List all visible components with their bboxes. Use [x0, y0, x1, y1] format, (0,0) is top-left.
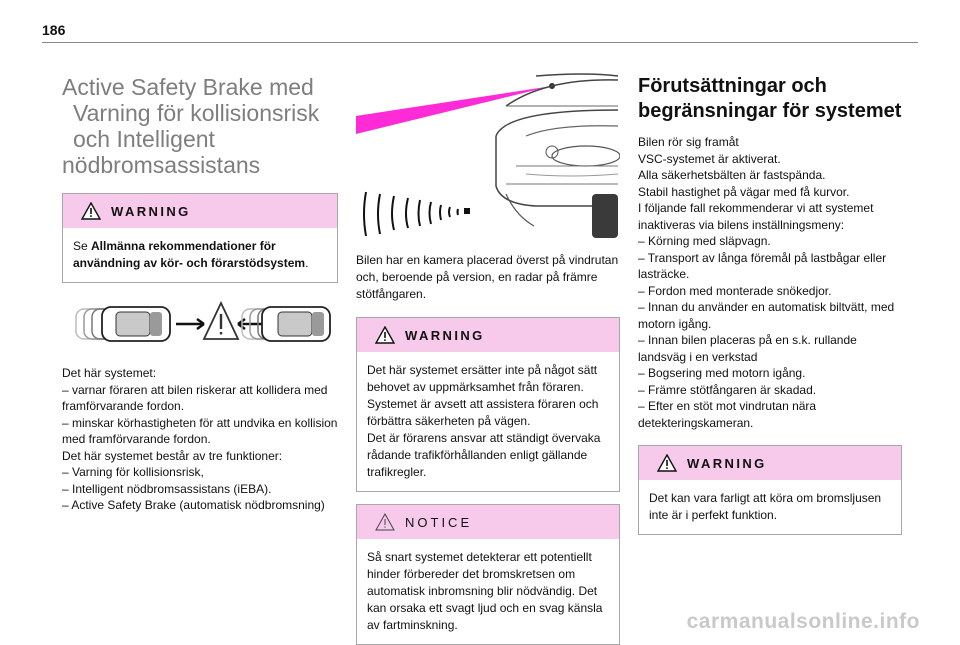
- body-line: – minskar körhastigheten för att undvika…: [62, 415, 338, 447]
- body-line: – Fordon med monterade snökedjor.: [638, 283, 832, 298]
- section-title: Förutsättningar och begränsningar för sy…: [638, 74, 902, 124]
- warning-label: WARNING: [687, 455, 767, 471]
- warning-label: WARNING: [405, 327, 485, 343]
- right-column: Förutsättningar och begränsningar för sy…: [638, 74, 902, 535]
- title-line: Varning för kollisionsrisk: [73, 100, 320, 126]
- system-description: Det här systemet: – varnar föraren att b…: [62, 365, 338, 514]
- body-line: – Active Safety Brake (automatisk nödbro…: [62, 498, 325, 512]
- body-line: – Körning med släpvagn.: [638, 234, 771, 248]
- title-line: Active Safety Brake med: [62, 74, 314, 100]
- warning-text: Se Allmänna rekommendationer för användn…: [63, 228, 337, 282]
- warning-text-pre: Se: [73, 239, 92, 253]
- warning-text: Det kan vara farligt att köra om bromslj…: [649, 491, 882, 522]
- body-line: – Innan du använder en automatisk biltvä…: [638, 300, 895, 331]
- body-line: – Främre stötfångaren är skadad.: [638, 382, 817, 397]
- notice-label: NOTICE: [405, 514, 473, 530]
- body-line: Det här systemet:: [62, 366, 157, 380]
- body-line: Bilen rör sig framåt: [638, 135, 739, 149]
- warning-header: WARNING: [357, 318, 619, 352]
- warning-box: WARNING Se Allmänna rekommendationer för…: [62, 193, 338, 283]
- warning-header: WARNING: [639, 446, 901, 480]
- warning-line: Systemet är avsett att assistera föraren…: [367, 397, 599, 428]
- section-title-line: begränsningar för systemet: [638, 100, 902, 122]
- body-line: Alla säkerhetsbälten är fastspända.: [638, 168, 826, 182]
- body-line: – Transport av långa föremål på lastbåga…: [638, 250, 887, 282]
- body-line: Stabil hastighet på vägar med få kurvor.: [638, 184, 850, 199]
- body-line: VSC-systemet är aktiverat.: [638, 151, 781, 166]
- camera-caption: Bilen har en kamera placerad överst på v…: [356, 253, 619, 301]
- title-line: nödbromsassistans: [62, 152, 261, 178]
- notice-box: NOTICE Så snart systemet detekterar ett …: [356, 504, 620, 645]
- warning-text: Det här systemet ersätter inte på något …: [357, 352, 619, 491]
- warning-triangle-icon: [81, 202, 101, 220]
- warning-line: Det här systemet ersätter inte på något …: [367, 363, 598, 394]
- notice-triangle-icon: [375, 513, 395, 531]
- warning-label: WARNING: [111, 203, 191, 219]
- warning-line: Det är förarens ansvar att ständigt över…: [367, 431, 601, 479]
- body-line: – varnar föraren att bilen riskerar att …: [62, 382, 328, 414]
- warning-text-bold: Allmänna rekommendationer för användning…: [73, 239, 306, 270]
- warning-header: WARNING: [63, 194, 337, 228]
- header-divider: [42, 42, 918, 43]
- middle-column: Bilen har en kamera placerad överst på v…: [356, 66, 620, 645]
- section-title-line: Förutsättningar och: [638, 75, 827, 97]
- warning-triangle-icon: [657, 454, 677, 472]
- body-line: – Bogsering med motorn igång.: [638, 366, 806, 380]
- body-line: – Innan bilen placeras på en s.k. rullan…: [638, 333, 857, 364]
- collision-illustration: [75, 300, 331, 342]
- warning-triangle-icon: [375, 326, 395, 344]
- warning-text-post: .: [305, 256, 309, 270]
- footer-watermark: carmanualsonline.info: [686, 610, 920, 633]
- warning-box: WARNING Det kan vara farligt att köra om…: [638, 445, 902, 535]
- warning-box: WARNING Det här systemet ersätter inte p…: [356, 317, 620, 492]
- body-line: – Intelligent nödbromsassistans (iEBA).: [62, 481, 272, 496]
- conditions-list: Bilen rör sig framåt VSC-systemet är akt…: [638, 134, 902, 431]
- page-number: 186: [42, 22, 66, 38]
- body-line: – Efter en stöt mot vindrutan nära detek…: [638, 399, 817, 430]
- body-line: I följande fall rekommenderar vi att sys…: [638, 201, 874, 232]
- body-line: Det här systemet består av tre funktione…: [62, 448, 283, 463]
- left-column: Active Safety Brake med Varning för koll…: [62, 74, 338, 514]
- notice-header: NOTICE: [357, 505, 619, 539]
- vehicle-camera-radar-illustration: [356, 73, 620, 238]
- title-line: och Intelligent: [73, 126, 215, 152]
- page-title: Active Safety Brake med Varning för koll…: [62, 74, 338, 178]
- notice-text: Så snart systemet detekterar ett potenti…: [367, 550, 603, 632]
- body-line: – Varning för kollisionsrisk,: [62, 465, 204, 479]
